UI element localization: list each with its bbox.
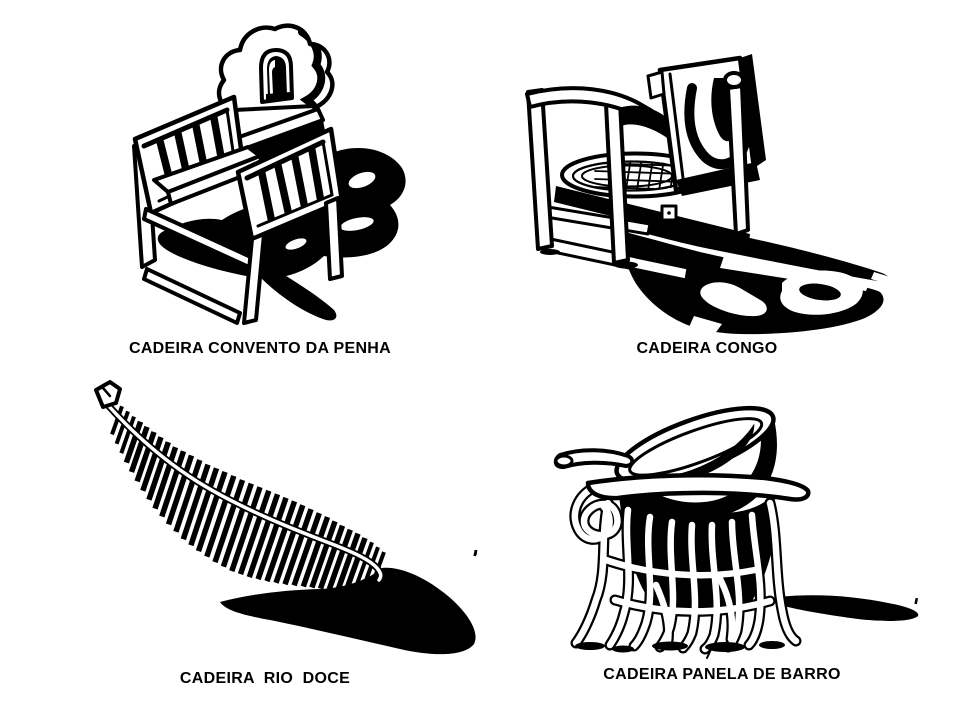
cadeira-convento-da-penha-illustration (132, 23, 406, 325)
fern-ribs (110, 405, 386, 594)
left-arm (553, 448, 635, 470)
figure-cadeira-convento-da-penha (110, 20, 410, 330)
cadeira-congo-illustration (525, 54, 897, 335)
ground-shadows (575, 641, 785, 653)
root-legs (569, 481, 802, 655)
right-rear-post (723, 71, 750, 236)
crest-rail (525, 86, 670, 140)
front-bar (585, 473, 811, 502)
cadeira-panela-de-barro-illustration (553, 405, 919, 659)
foot-shadow (614, 261, 638, 269)
figure-cadeira-rio-doce (70, 370, 490, 660)
caption-cadeira-congo: CADEIRA CONGO (636, 340, 778, 357)
front-left-post (526, 88, 554, 251)
cast-shadow (773, 595, 919, 621)
right-arm-panel (235, 126, 345, 325)
front-right-leg (604, 100, 630, 265)
ink-tick (706, 644, 714, 659)
arch-window (259, 48, 294, 104)
foot-shadow (540, 249, 560, 255)
figure-cadeira-panela-de-barro (520, 395, 940, 665)
caption-cadeira-panela-de-barro: CADEIRA PANELA DE BARRO (603, 666, 841, 683)
front-stretcher (142, 267, 242, 325)
caption-cadeira-rio-doce: CADEIRA RIO DOCE (179, 670, 351, 687)
caption-cadeira-convento-da-penha: CADEIRA CONVENTO DA PENHA (128, 340, 392, 357)
head-knob (94, 380, 122, 409)
horseshoe-cutout (684, 79, 753, 170)
spine-highlight (104, 401, 383, 582)
figure-cadeira-congo (500, 30, 920, 340)
cast-shadow (618, 214, 897, 335)
cast-shadow (220, 567, 476, 655)
peg-block (660, 204, 678, 222)
cadeira-rio-doce-illustration (94, 380, 478, 655)
ink-speck (914, 597, 919, 605)
